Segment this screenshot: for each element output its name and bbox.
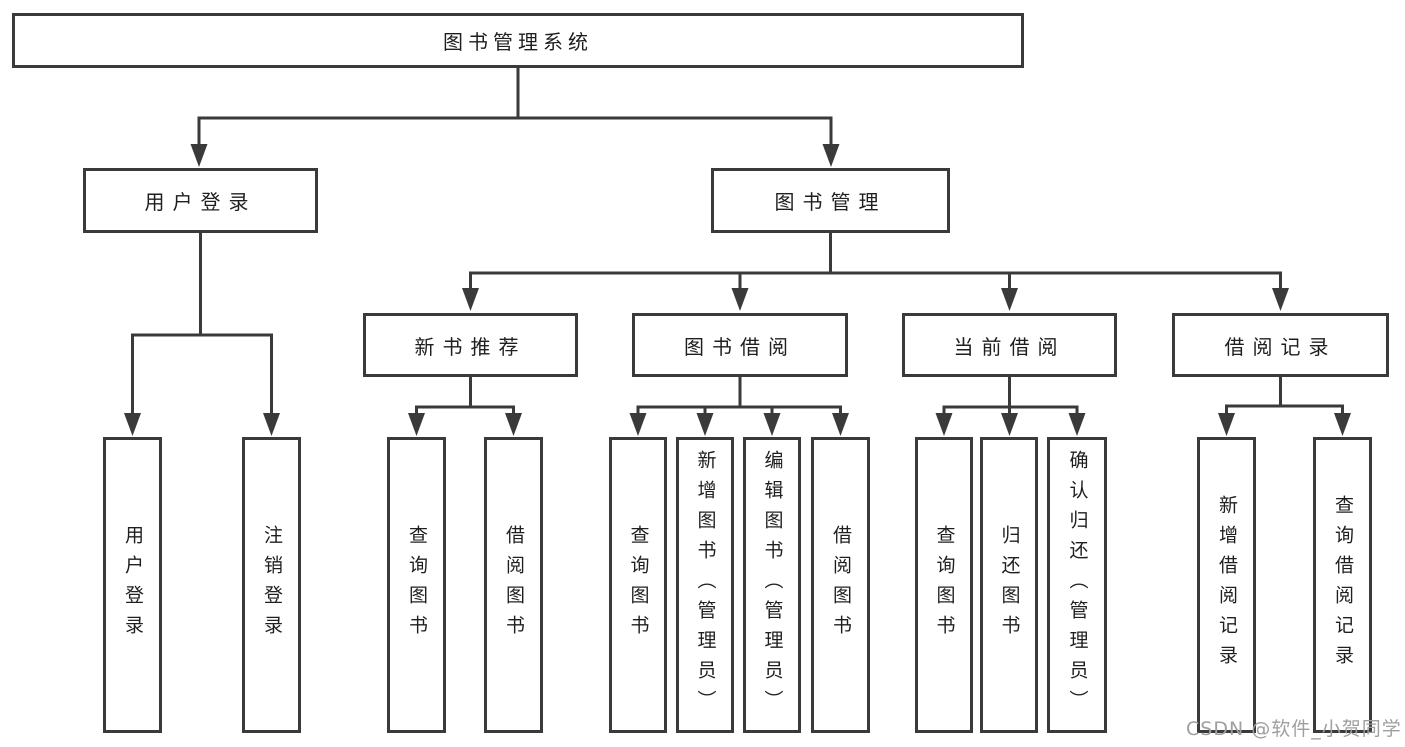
leaf-bb-add-books-admin: 新增图书（管理员） — [676, 437, 734, 733]
node-user-login: 用户登录 — [83, 168, 318, 233]
node-root-label: 图书管理系统 — [443, 30, 593, 54]
node-new-book-recommend: 新书推荐 — [363, 313, 578, 377]
arrowhead — [124, 413, 141, 436]
arrowhead — [1334, 413, 1351, 436]
node-borrow-records: 借阅记录 — [1172, 313, 1389, 377]
node-new-book-recommend-label: 新书推荐 — [414, 334, 527, 359]
arrowhead — [1001, 288, 1018, 311]
arrowhead — [1218, 413, 1235, 436]
arrowhead — [263, 413, 280, 436]
node-current-borrow: 当前借阅 — [902, 313, 1117, 377]
leaf-br-query-record: 查询借阅记录 — [1313, 437, 1372, 733]
node-book-management-label: 图书管理 — [774, 190, 887, 214]
arrowhead — [763, 413, 781, 436]
leaf-br-add-record: 新增借阅记录 — [1197, 437, 1256, 733]
leaf-bb-query-books: 查询图书 — [609, 437, 667, 733]
node-root: 图书管理系统 — [12, 13, 1024, 68]
leaf-nbr-query-books: 查询图书 — [387, 437, 446, 733]
leaf-bb-edit-books-admin: 编辑图书（管理员） — [743, 437, 801, 733]
edge-bookmgmt-to-level3 — [469, 233, 1282, 292]
csdn-watermark: CSDN @软件_小贺同学 — [1186, 718, 1402, 740]
arrowhead — [408, 413, 425, 436]
arrowhead — [629, 413, 647, 436]
node-book-borrow-label: 图书借阅 — [684, 334, 796, 359]
node-current-borrow-label: 当前借阅 — [953, 334, 1066, 359]
edge-root-to-level2 — [197, 68, 833, 148]
arrowheads — [124, 144, 1351, 436]
arrowhead — [505, 413, 522, 436]
arrowhead — [696, 413, 714, 436]
leaf-cb-confirm-return-admin: 确认归还（管理员） — [1047, 437, 1107, 733]
leaf-user-login: 用户登录 — [103, 437, 162, 733]
edge-records-to-leaves — [1225, 377, 1344, 416]
arrowhead — [462, 288, 479, 311]
arrowhead — [190, 144, 208, 167]
leaf-logout: 注销登录 — [242, 437, 301, 733]
leaf-nbr-borrow-books: 借阅图书 — [484, 437, 543, 733]
node-book-management: 图书管理 — [711, 168, 950, 233]
node-user-login-label: 用户登录 — [144, 190, 257, 214]
edge-bookborrow-to-leaves — [636, 377, 842, 416]
leaf-bb-borrow-books: 借阅图书 — [811, 437, 870, 733]
edge-userlogin-to-leaves — [131, 233, 273, 416]
leaf-cb-return-books: 归还图书 — [980, 437, 1038, 733]
arrowhead — [822, 144, 840, 167]
edge-newbook-to-leaves — [415, 377, 515, 416]
leaf-cb-query-books: 查询图书 — [915, 437, 973, 733]
node-book-borrow: 图书借阅 — [632, 313, 848, 377]
arrowhead — [1272, 288, 1289, 311]
edge-currentborrow-to-leaves — [942, 377, 1079, 416]
arrowhead — [832, 413, 849, 436]
arrowhead — [935, 413, 953, 436]
arrowhead — [1001, 413, 1018, 436]
arrowhead — [1068, 413, 1086, 436]
node-borrow-records-label: 借阅记录 — [1224, 334, 1337, 359]
arrowhead — [731, 288, 749, 311]
